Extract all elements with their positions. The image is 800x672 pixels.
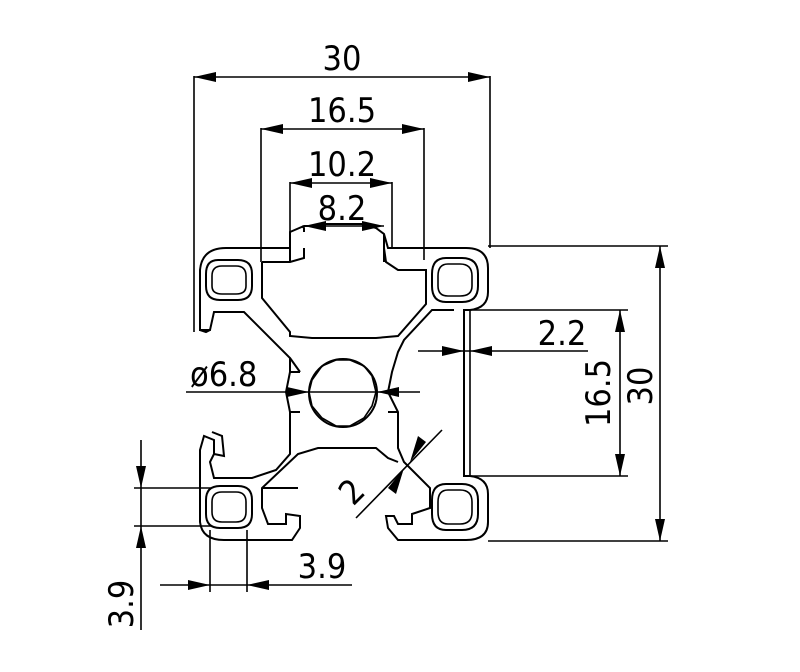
dim-inner-height-label: 16.5 [579, 359, 619, 427]
dim-overall-height: 30 [488, 245, 668, 542]
center-bore [308, 358, 378, 428]
dim-web-thickness: 2 [331, 429, 443, 519]
dim-corner-hole-height-label: 3.9 [102, 580, 142, 629]
dim-inner-height: 16.5 [470, 309, 628, 477]
corner-hole-top-left [205, 259, 253, 301]
dim-overall-height-label: 30 [621, 367, 661, 406]
dim-corner-hole-height: 3.9 [102, 440, 212, 630]
dim-overall-width-label: 30 [323, 39, 362, 79]
corner-hole-bottom-right [431, 483, 479, 531]
dim-center-bore-label: ø6.8 [190, 355, 257, 395]
dim-slot-mid-width: 10.2 [289, 145, 393, 248]
corner-hole-top-right [431, 257, 479, 303]
dim-overall-width: 30 [193, 39, 491, 332]
corner-hole-bottom-left [205, 485, 253, 529]
dim-slot-opening-width: 8.2 [304, 189, 384, 231]
dim-corner-hole-width-label: 3.9 [298, 547, 347, 587]
dim-slot-outer-width-label: 16.5 [308, 91, 376, 131]
dim-center-bore: ø6.8 [186, 355, 420, 397]
profile-outline [199, 223, 489, 541]
dim-slot-mid-width-label: 10.2 [308, 145, 376, 185]
dim-slot-outer-width: 16.5 [260, 91, 425, 262]
dim-slot-opening-width-label: 8.2 [318, 189, 367, 229]
dim-wall-thickness-label: 2.2 [538, 314, 587, 354]
dim-wall-thickness: 2.2 [418, 314, 588, 356]
dim-corner-hole-width: 3.9 [160, 530, 352, 592]
